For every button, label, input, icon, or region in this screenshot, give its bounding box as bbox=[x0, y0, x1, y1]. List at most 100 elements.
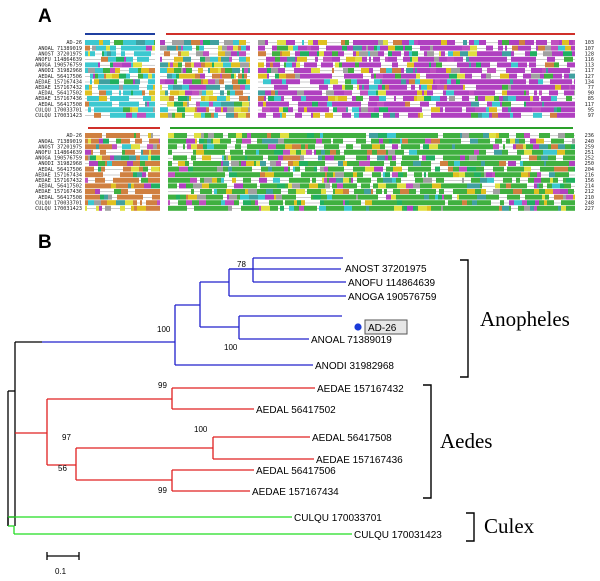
residue-block bbox=[471, 177, 480, 183]
residue-block bbox=[349, 200, 355, 206]
residue-block bbox=[332, 51, 335, 57]
residue-block bbox=[516, 96, 525, 101]
residue-block bbox=[139, 45, 144, 51]
residue-block bbox=[519, 79, 526, 85]
sequence-end-position: 252 bbox=[585, 156, 594, 162]
residue-block bbox=[322, 138, 331, 144]
residue-block bbox=[569, 40, 573, 45]
residue-block bbox=[123, 112, 126, 118]
residue-block bbox=[310, 79, 316, 85]
residue-block bbox=[562, 101, 568, 107]
residue-block bbox=[544, 101, 550, 107]
residue-block bbox=[508, 84, 511, 90]
residue-block bbox=[392, 62, 398, 68]
residue-block bbox=[529, 79, 538, 85]
residue-block bbox=[116, 112, 123, 118]
sequence-end-position: 117 bbox=[585, 102, 594, 108]
residue-block bbox=[452, 144, 455, 150]
residue-block bbox=[272, 51, 280, 57]
residue-block bbox=[218, 183, 227, 189]
residue-block bbox=[409, 144, 416, 150]
residue-block bbox=[306, 172, 313, 178]
residue-block bbox=[326, 90, 334, 96]
residue-block bbox=[349, 149, 355, 155]
residue-block bbox=[178, 62, 182, 68]
residue-block bbox=[343, 177, 349, 183]
residue-block bbox=[460, 133, 462, 138]
residue-block bbox=[121, 155, 129, 161]
residue-block bbox=[126, 112, 132, 118]
sequence-name: AEDAL 56417506 bbox=[38, 74, 82, 80]
residue-block bbox=[114, 161, 119, 166]
residue-block bbox=[116, 56, 124, 62]
residue-block bbox=[306, 138, 308, 144]
bootstrap-value: 100 bbox=[157, 325, 171, 334]
residue-block bbox=[150, 189, 153, 194]
residue-block bbox=[471, 101, 479, 107]
residue-block bbox=[212, 194, 217, 200]
residue-block bbox=[552, 166, 554, 172]
residue-block bbox=[509, 40, 512, 45]
residue-block bbox=[317, 73, 324, 79]
residue-block bbox=[107, 161, 112, 166]
residue-block bbox=[560, 183, 564, 189]
residue-block bbox=[545, 189, 553, 194]
residue-block bbox=[149, 68, 155, 73]
residue-block bbox=[134, 205, 137, 211]
residue-block bbox=[121, 189, 128, 194]
residue-block bbox=[438, 194, 442, 200]
residue-block bbox=[214, 112, 218, 118]
culex-branches bbox=[8, 516, 352, 535]
residue-block bbox=[281, 96, 284, 101]
residue-block bbox=[85, 84, 89, 90]
residue-block bbox=[304, 107, 307, 113]
residue-block bbox=[506, 138, 510, 144]
residue-block bbox=[332, 205, 341, 211]
residue-block bbox=[301, 200, 305, 206]
residue-block bbox=[353, 40, 361, 45]
residue-block bbox=[500, 189, 507, 194]
residue-block bbox=[203, 51, 209, 57]
residue-block bbox=[523, 144, 526, 150]
residue-block bbox=[232, 79, 238, 85]
taxon-label: AEDAL 56417502 bbox=[256, 405, 336, 416]
residue-block bbox=[484, 51, 493, 57]
residue-block bbox=[519, 138, 525, 144]
residue-block bbox=[132, 107, 138, 113]
residue-block bbox=[372, 194, 378, 200]
residue-block bbox=[382, 51, 384, 57]
residue-block bbox=[266, 62, 270, 68]
residue-block bbox=[501, 172, 503, 178]
residue-block bbox=[453, 51, 460, 57]
residue-block bbox=[156, 138, 159, 144]
residue-block bbox=[214, 205, 219, 211]
residue-block bbox=[335, 189, 343, 194]
residue-block bbox=[568, 189, 574, 194]
residue-block bbox=[560, 189, 568, 194]
residue-block bbox=[487, 101, 492, 107]
residue-block bbox=[130, 101, 139, 107]
residue-block bbox=[364, 84, 369, 90]
residue-block bbox=[283, 155, 291, 161]
residue-block bbox=[474, 68, 482, 73]
residue-block bbox=[502, 90, 507, 96]
residue-block bbox=[401, 73, 408, 79]
bootstrap-value: 100 bbox=[224, 343, 238, 352]
residue-block bbox=[503, 79, 510, 85]
residue-block bbox=[460, 68, 469, 73]
residue-block bbox=[209, 101, 213, 107]
residue-block bbox=[327, 62, 333, 68]
residue-block bbox=[112, 161, 114, 166]
residue-block bbox=[463, 40, 467, 45]
residue-block bbox=[489, 112, 492, 118]
residue-block bbox=[160, 62, 168, 68]
residue-block bbox=[409, 149, 417, 155]
residue-block bbox=[298, 133, 305, 138]
residue-block bbox=[368, 45, 374, 51]
residue-block bbox=[256, 161, 260, 166]
residue-block bbox=[156, 205, 160, 211]
residue-block bbox=[141, 177, 148, 183]
residue-block bbox=[508, 107, 511, 113]
residue-block bbox=[420, 40, 423, 45]
residue-block bbox=[420, 183, 428, 189]
